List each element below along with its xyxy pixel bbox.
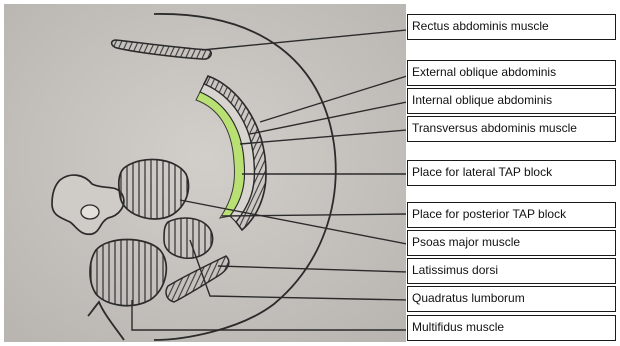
- label-lateral-tap-block: Place for lateral TAP block: [407, 160, 616, 186]
- cross-section-drawing: [4, 4, 406, 342]
- label-external-oblique: External oblique abdominis: [407, 60, 616, 86]
- label-rectus-abdominis: Rectus abdominis muscle: [407, 14, 616, 40]
- psoas-major-shape: [119, 159, 189, 218]
- label-internal-oblique: Internal oblique abdominis: [407, 88, 616, 114]
- label-posterior-tap-block: Place for posterior TAP block: [407, 202, 616, 228]
- label-quadratus-lumborum: Quadratus lumborum: [407, 286, 616, 312]
- label-psoas-major: Psoas major muscle: [407, 230, 616, 256]
- label-latissimus-dorsi: Latissimus dorsi: [407, 258, 616, 284]
- label-transversus-abdominis: Transversus abdominis muscle: [407, 116, 616, 142]
- quadratus-lumborum-shape: [164, 218, 213, 258]
- multifidus-shape: [90, 240, 166, 306]
- label-multifidus: Multifidus muscle: [407, 315, 616, 341]
- spinal-canal-shape: [81, 205, 99, 219]
